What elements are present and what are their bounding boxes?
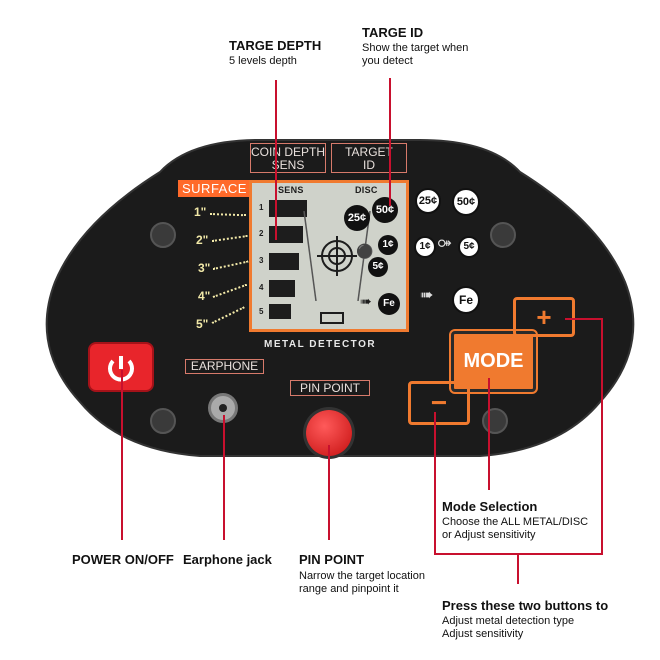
lcd-level-1: 1 <box>259 203 264 212</box>
lcd-coin-25: 25¢ <box>344 205 370 231</box>
depth-mark-4: 4" <box>198 289 211 303</box>
lcd-sens-label: SENS <box>278 185 304 195</box>
lcd-coin-fe: Fe <box>378 293 400 315</box>
pin-point-desc-line1: Narrow the target location <box>299 570 425 582</box>
lcd-coin-50: 50¢ <box>372 197 398 223</box>
crosshair-icon <box>303 211 371 301</box>
coin-50-icon: 50¢ <box>452 188 480 216</box>
press-buttons-line <box>517 554 519 584</box>
target-id-desc-line2: you detect <box>362 55 413 67</box>
iron-icon: Fe <box>452 286 480 314</box>
depth-bar <box>269 280 295 297</box>
mode-selection-desc-line1: Choose the ALL METAL/DISC <box>442 516 589 528</box>
target-depth-line <box>275 80 277 240</box>
mode-line <box>488 378 490 490</box>
plus-icon: + <box>536 302 552 332</box>
lcd-level-3: 3 <box>259 256 264 265</box>
minus-button[interactable]: − <box>408 381 470 425</box>
plus-line <box>565 318 602 320</box>
pin-point-desc-line2: range and pinpoint it <box>299 583 399 595</box>
lcd-level-2: 2 <box>259 229 264 238</box>
press-buttons-title: Press these two buttons to <box>442 598 609 613</box>
pin-point-title: PIN POINT <box>299 552 365 567</box>
screw-icon <box>150 222 176 248</box>
surface-label: SURFACE <box>178 180 251 197</box>
depth-mark-1: 1" <box>194 205 207 219</box>
target-id-line <box>389 78 391 206</box>
nail-icon: ➠ <box>420 287 434 304</box>
mode-selection-title: Mode Selection <box>442 499 538 514</box>
lcd-disc-label: DISC <box>355 185 378 195</box>
coin-25-icon: 25¢ <box>415 188 441 214</box>
depth-bar <box>269 253 299 270</box>
coin-depth-sens-label: COIN DEPTH SENS <box>250 143 326 173</box>
plus-line-vertical <box>601 318 603 554</box>
lcd-coin-1: 1¢ <box>378 235 398 255</box>
battery-icon <box>320 312 344 324</box>
pinpoint-label: PIN POINT <box>290 380 370 396</box>
pull-tab-icon: ⚫ <box>356 243 374 259</box>
press-buttons-desc-line2: Adjust sensitivity <box>442 628 524 640</box>
plus-button[interactable]: + <box>513 297 575 337</box>
lcd-level-5: 5 <box>259 307 264 316</box>
coin-5-icon: 5¢ <box>458 236 480 258</box>
nail-icon: ➠ <box>360 293 372 309</box>
target-id-title: TARGE ID <box>362 25 424 40</box>
depth-bar <box>269 200 307 217</box>
screw-icon <box>150 408 176 434</box>
lcd-display: SENS DISC 1 2 3 4 5 25¢ 50¢ 1¢ 5¢ Fe ⚫ ➠ <box>249 180 409 332</box>
pull-tab-icon: ⚩ <box>438 236 452 253</box>
coin-1-icon: 1¢ <box>414 236 436 258</box>
lcd-coin-5: 5¢ <box>368 257 388 277</box>
earphone-line <box>223 415 225 540</box>
depth-bar <box>269 304 291 319</box>
target-id-desc-line1: Show the target when <box>362 42 469 54</box>
earphone-label: EARPHONE <box>185 359 264 374</box>
minus-icon: − <box>430 387 448 418</box>
pinpoint-line <box>328 445 330 540</box>
target-id-label: TARGET ID <box>331 143 407 173</box>
power-title: POWER ON/OFF <box>72 552 174 567</box>
depth-mark-2: 2" <box>196 233 209 247</box>
brand-label: METAL DETECTOR <box>264 339 377 350</box>
power-line <box>121 370 123 540</box>
press-buttons-desc-line1: Adjust metal detection type <box>442 615 575 627</box>
mode-selection-desc-line2: or Adjust sensitivity <box>442 529 536 541</box>
target-depth-title: TARGE DEPTH <box>229 38 322 53</box>
depth-bar <box>269 226 303 243</box>
depth-mark-3: 3" <box>198 261 211 275</box>
mode-button-label: MODE <box>463 350 524 372</box>
lcd-level-4: 4 <box>259 283 264 292</box>
earphone-title: Earphone jack <box>183 552 272 567</box>
screw-icon <box>490 222 516 248</box>
minus-line <box>434 412 436 554</box>
target-depth-desc: 5 levels depth <box>229 55 297 67</box>
depth-mark-5: 5" <box>196 317 209 331</box>
screw-icon <box>482 408 508 434</box>
